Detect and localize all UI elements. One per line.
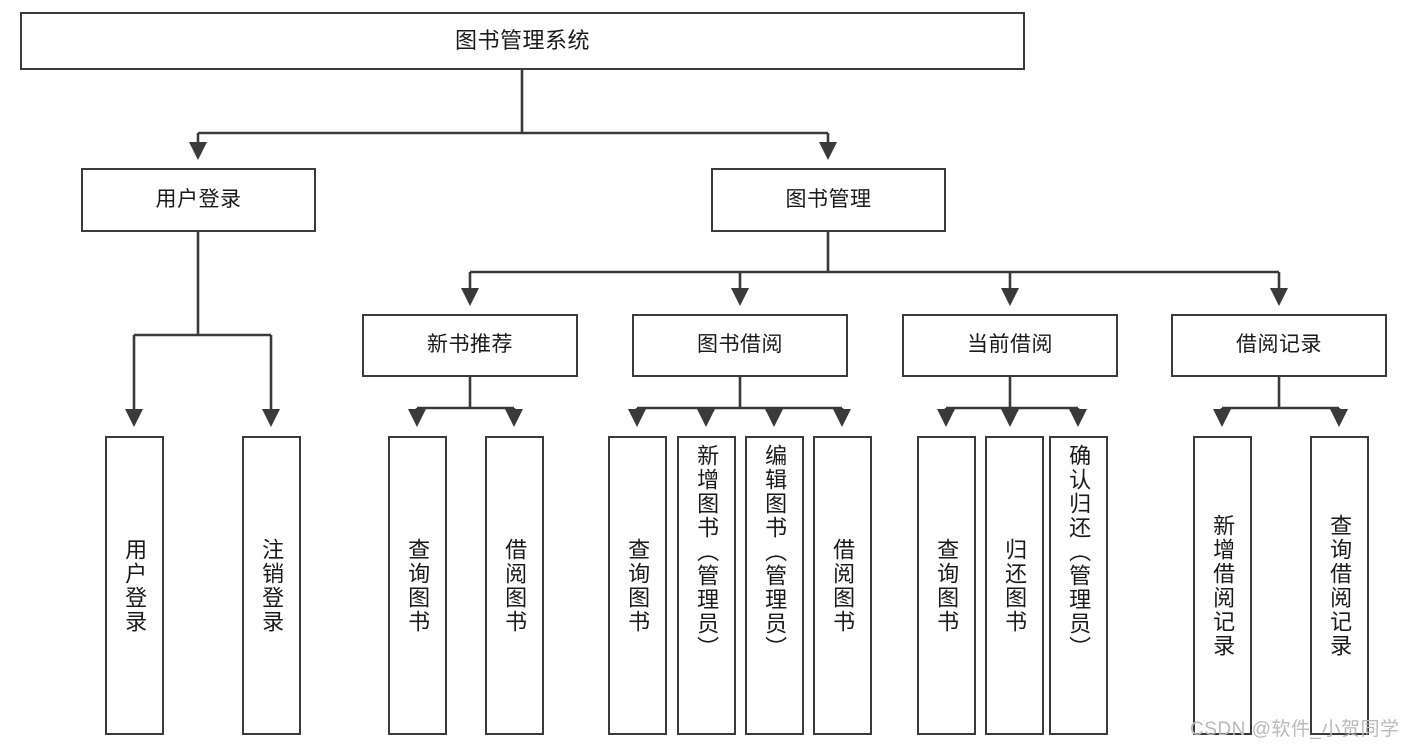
leaf-add-record-label: 新增借阅记录	[1210, 513, 1236, 658]
leaf-confirm-return-label: 确认归还（管理员）	[1066, 444, 1092, 660]
node-book-manage[interactable]: 图书管理	[711, 168, 946, 232]
node-user-login[interactable]: 用户登录	[81, 168, 316, 232]
leaf-add-book-label: 新增图书（管理员）	[694, 444, 720, 660]
node-current-borrow[interactable]: 当前借阅	[902, 314, 1118, 377]
leaf-add-record[interactable]: 新增借阅记录	[1193, 436, 1252, 735]
leaf-logout-label: 注销登录	[259, 537, 285, 634]
node-book-borrow[interactable]: 图书借阅	[632, 314, 848, 377]
node-new-book-rec[interactable]: 新书推荐	[362, 314, 578, 377]
leaf-query-book-2-label: 查询图书	[625, 537, 651, 634]
leaf-query-book-2[interactable]: 查询图书	[608, 436, 667, 735]
leaf-query-book-3-label: 查询图书	[934, 537, 960, 634]
node-current-borrow-label: 当前借阅	[967, 333, 1053, 357]
leaf-borrow-book-2-label: 借阅图书	[830, 537, 856, 634]
leaf-query-book-3[interactable]: 查询图书	[917, 436, 976, 735]
leaf-query-record[interactable]: 查询借阅记录	[1310, 436, 1369, 735]
leaf-edit-book[interactable]: 编辑图书（管理员）	[745, 436, 804, 735]
node-new-book-rec-label: 新书推荐	[427, 333, 513, 357]
node-borrow-record-label: 借阅记录	[1236, 333, 1322, 357]
leaf-borrow-book-1[interactable]: 借阅图书	[485, 436, 544, 735]
leaf-user-login-label: 用户登录	[122, 537, 148, 634]
node-book-manage-label: 图书管理	[785, 187, 872, 211]
node-book-borrow-label: 图书借阅	[697, 333, 783, 357]
leaf-return-book-label: 归还图书	[1002, 537, 1028, 634]
leaf-confirm-return[interactable]: 确认归还（管理员）	[1049, 436, 1108, 735]
node-root[interactable]: 图书管理系统	[20, 12, 1025, 70]
node-borrow-record[interactable]: 借阅记录	[1171, 314, 1387, 377]
leaf-return-book[interactable]: 归还图书	[985, 436, 1044, 735]
leaf-edit-book-label: 编辑图书（管理员）	[762, 444, 788, 660]
leaf-add-book[interactable]: 新增图书（管理员）	[677, 436, 736, 735]
leaf-borrow-book-2[interactable]: 借阅图书	[813, 436, 872, 735]
leaf-query-book-1-label: 查询图书	[405, 537, 431, 634]
leaf-user-login[interactable]: 用户登录	[105, 436, 164, 735]
leaf-query-book-1[interactable]: 查询图书	[388, 436, 447, 735]
leaf-query-record-label: 查询借阅记录	[1327, 513, 1353, 658]
node-user-login-label: 用户登录	[155, 187, 242, 211]
leaf-logout[interactable]: 注销登录	[242, 436, 301, 735]
leaf-borrow-book-1-label: 借阅图书	[502, 537, 528, 634]
node-root-label: 图书管理系统	[454, 28, 590, 54]
